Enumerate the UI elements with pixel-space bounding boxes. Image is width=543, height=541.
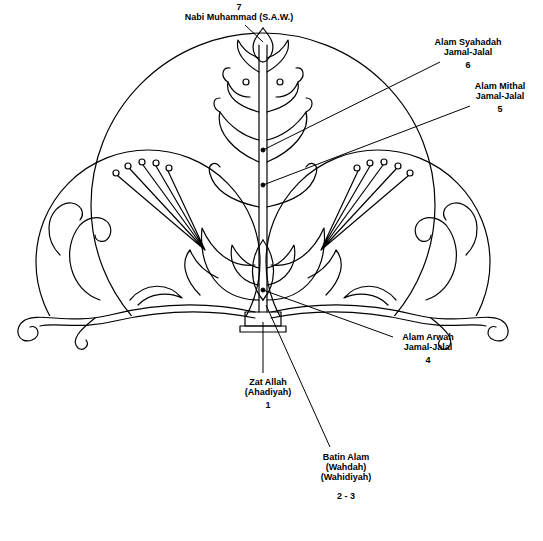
callout-label: Batin Alam (Wahdah) (Wahidiyah) (315, 452, 377, 482)
callout-label: Alam Arwah Jamal-Jalal (396, 332, 460, 352)
callout-label: Alam Mithal Jamal-Jalal (469, 81, 531, 101)
callout-label: Nabi Muhammad (S.A.W.) (185, 12, 294, 22)
ornament-half (18, 28, 263, 349)
callout-number: 1 (265, 400, 270, 410)
callout-label: Alam Syahadah Jamal-Jalal (430, 37, 506, 57)
callout-number: 2 - 3 (337, 491, 355, 501)
callout-number: 5 (497, 104, 502, 114)
callout-label: Zat Allah (Ahadiyah) (239, 377, 297, 397)
frame-circles (36, 33, 490, 316)
callout-number: 7 (236, 2, 241, 12)
callout-number: 6 (465, 60, 470, 70)
callout-number: 4 (425, 355, 430, 365)
